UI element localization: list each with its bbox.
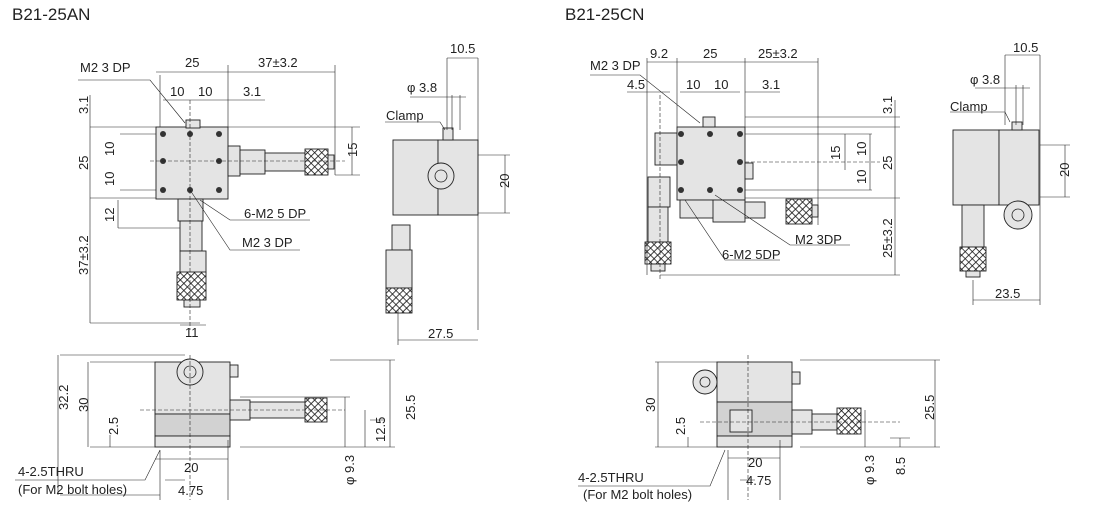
dimension-label: 10 bbox=[854, 142, 869, 156]
dimension-label: 10 bbox=[198, 84, 212, 99]
dimension-label: 23.5 bbox=[995, 286, 1020, 301]
dimension-label: 12.5 bbox=[373, 417, 388, 442]
micrometer-knob bbox=[644, 241, 672, 265]
micrometer-knob bbox=[176, 271, 207, 301]
note-label: 4-2.5THRU bbox=[578, 470, 644, 485]
dimension-label: φ 3.8 bbox=[407, 80, 437, 95]
dimension-label: 12 bbox=[102, 208, 117, 222]
model-b21-25cn: B21-25CN M2 3 DP 9.2 25 bbox=[565, 5, 1072, 502]
dimension-label: 10 bbox=[854, 170, 869, 184]
top-view: M2 3 DP 25 37±3.2 10 10 3.1 3.1 25 10 10… bbox=[76, 55, 360, 340]
dimension-label: 25 bbox=[185, 55, 199, 70]
clamp-label: Clamp bbox=[950, 99, 988, 114]
dimension-label: 2.5 bbox=[673, 417, 688, 435]
callout-label: M2 3 DP bbox=[242, 235, 293, 250]
dimension-label: 25 bbox=[880, 156, 895, 170]
dimension-label: 11 bbox=[185, 325, 199, 340]
note-label: 4-2.5THRU bbox=[18, 464, 84, 479]
model-title: B21-25CN bbox=[565, 5, 644, 24]
dimension-label: 27.5 bbox=[428, 326, 453, 341]
dimension-label: 4.75 bbox=[178, 483, 203, 498]
dimension-label: 30 bbox=[643, 398, 658, 412]
micrometer-knob bbox=[959, 246, 987, 272]
dimension-label: 25 bbox=[703, 46, 717, 61]
dimension-label: 25.5 bbox=[922, 395, 937, 420]
micrometer-knob bbox=[304, 148, 329, 176]
dimension-label: 30 bbox=[76, 398, 91, 412]
dimension-label: 10.5 bbox=[450, 41, 475, 56]
dimension-label: 37±3.2 bbox=[258, 55, 298, 70]
clamp-label: Clamp bbox=[386, 108, 424, 123]
dimension-label: 20 bbox=[184, 460, 198, 475]
dimension-label: 10 bbox=[102, 142, 117, 156]
dimension-label: 25±3.2 bbox=[880, 218, 895, 258]
dimension-label: φ 9.3 bbox=[862, 455, 877, 485]
dimension-label: 10 bbox=[686, 77, 700, 92]
dimension-label: 4.75 bbox=[746, 473, 771, 488]
dimension-label: 3.1 bbox=[243, 84, 261, 99]
dimension-label: 15 bbox=[828, 146, 843, 160]
micrometer-knob bbox=[385, 287, 413, 314]
micrometer-knob bbox=[785, 198, 813, 225]
side-view: 10.5 φ 3.8 Clamp 20 27.5 bbox=[385, 41, 512, 345]
model-b21-25an: B21-25AN M2 3 DP 25 37±3.2 bbox=[12, 5, 512, 500]
dimension-label: φ 3.8 bbox=[970, 72, 1000, 87]
dimension-label: 9.2 bbox=[650, 46, 668, 61]
dimension-label: 37±3.2 bbox=[76, 235, 91, 275]
callout-label: M2 3 DP bbox=[590, 58, 641, 73]
dimension-label: φ 9.3 bbox=[342, 455, 357, 485]
callout-label: 6-M2 5DP bbox=[722, 247, 781, 262]
dimension-label: 25 bbox=[76, 156, 91, 170]
dimension-label: 25.5 bbox=[403, 395, 418, 420]
dimension-label: 10.5 bbox=[1013, 40, 1038, 55]
mounting-holes bbox=[678, 131, 743, 193]
dimension-label: 3.1 bbox=[880, 96, 895, 114]
dimension-label: 10 bbox=[170, 84, 184, 99]
dimension-label: 10 bbox=[714, 77, 728, 92]
dimension-label: 2.5 bbox=[106, 417, 121, 435]
front-view: 32.2 30 2.5 12.5 25.5 20 4.75 φ 9.3 4-2.… bbox=[15, 354, 418, 500]
micrometer-knob bbox=[836, 407, 862, 435]
dimension-label: 10 bbox=[102, 172, 117, 186]
stage-body bbox=[155, 126, 229, 200]
note-label: (For M2 bolt holes) bbox=[18, 482, 127, 497]
dimension-label: 3.1 bbox=[762, 77, 780, 92]
callout-label: 6-M2 5 DP bbox=[244, 206, 306, 221]
dimension-label: 25±3.2 bbox=[758, 46, 798, 61]
dimension-label: 20 bbox=[497, 174, 512, 188]
side-view: 10.5 φ 3.8 Clamp 20 23.5 bbox=[950, 40, 1072, 305]
callout-label: M2 3DP bbox=[795, 232, 842, 247]
dimension-label: 20 bbox=[1057, 163, 1072, 177]
dimension-label: 3.1 bbox=[76, 96, 91, 114]
front-view: 30 2.5 25.5 20 4.75 φ 9.3 8.5 4-2.5THRU … bbox=[578, 355, 940, 502]
dimension-label: 32.2 bbox=[56, 385, 71, 410]
callout-label: M2 3 DP bbox=[80, 60, 131, 75]
top-view: M2 3 DP 9.2 25 25±3.2 4.5 10 10 3.1 3.1 … bbox=[590, 46, 900, 280]
dimension-label: 8.5 bbox=[893, 457, 908, 475]
model-title: B21-25AN bbox=[12, 5, 90, 24]
note-label: (For M2 bolt holes) bbox=[583, 487, 692, 502]
dimension-label: 4.5 bbox=[627, 77, 645, 92]
dimension-label: 20 bbox=[748, 455, 762, 470]
dimension-label: 15 bbox=[345, 143, 360, 157]
